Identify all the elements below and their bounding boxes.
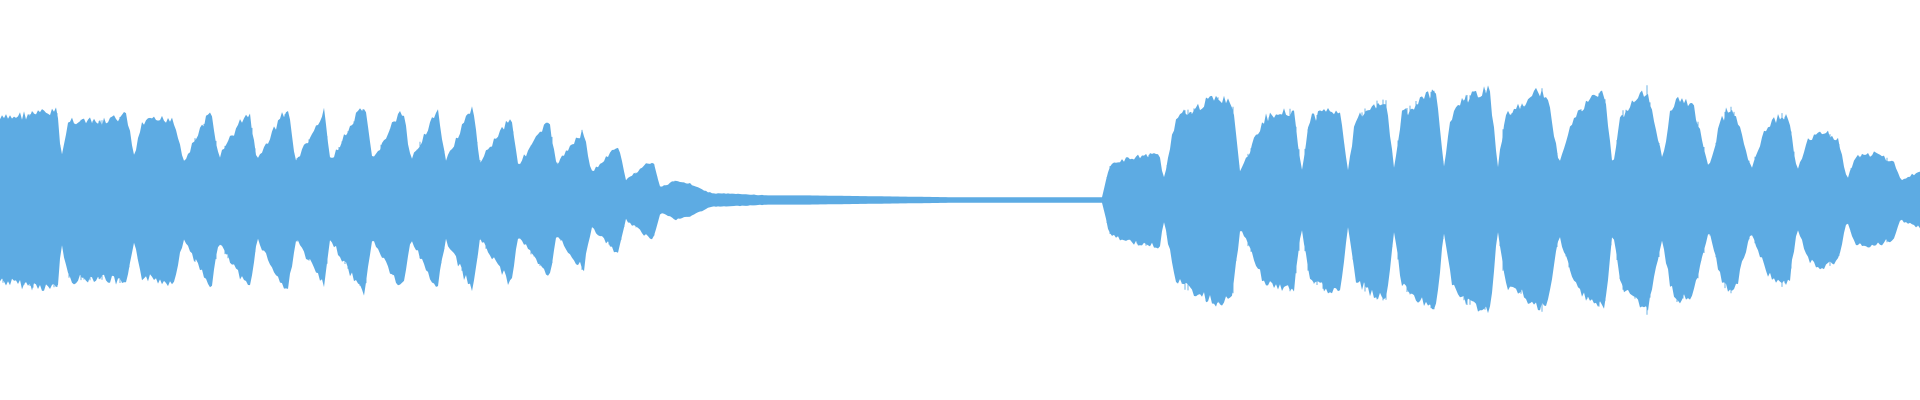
waveform-texture [0, 85, 1920, 315]
